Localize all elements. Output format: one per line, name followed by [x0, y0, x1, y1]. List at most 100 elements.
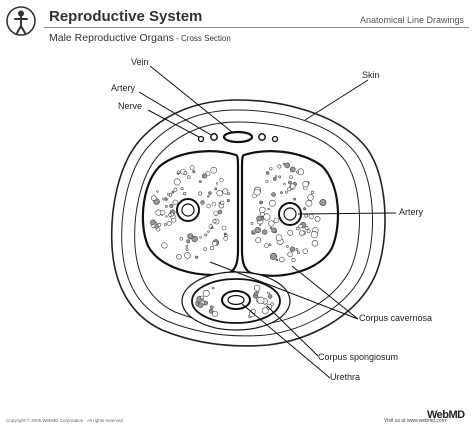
label-corpus-spongiosum: Corpus spongiosum	[318, 352, 399, 362]
tissue-space	[304, 226, 309, 230]
tissue-space	[259, 200, 263, 205]
tissue-space	[164, 223, 167, 226]
tissue-space	[287, 229, 294, 236]
tissue-space	[253, 284, 261, 292]
label-artery-right: Artery	[399, 207, 424, 217]
tissue-space	[278, 256, 285, 263]
dorsal-vein	[222, 130, 254, 144]
tissue-space	[273, 217, 279, 223]
tissue-space	[227, 192, 230, 196]
tissue-space	[200, 200, 205, 205]
leader-nerve	[147, 109, 200, 138]
tissue-space	[289, 166, 296, 173]
tissue-space	[191, 235, 198, 243]
tissue-space	[274, 175, 278, 178]
tissue-space	[202, 289, 210, 297]
tissue-space	[305, 199, 313, 207]
tissue-space	[211, 201, 217, 207]
tissue-space	[319, 199, 327, 207]
tissue-space	[268, 220, 275, 227]
leader-corpus-spongiosum	[266, 305, 319, 357]
tissue-space	[293, 197, 297, 201]
tissue-space	[207, 230, 210, 234]
erectile-tissue-right	[250, 162, 327, 263]
tissue-space	[265, 179, 269, 183]
tissue-space	[212, 241, 218, 247]
tissue-space	[269, 167, 273, 171]
tissue-space	[314, 215, 321, 222]
tissue-space	[254, 227, 261, 234]
tissue-space	[164, 204, 168, 208]
leader-urethra	[241, 303, 331, 379]
tissue-space	[302, 180, 309, 188]
webmd-logo: WebMD	[427, 409, 465, 421]
deep-artery-left-lumen	[181, 203, 195, 217]
tissue-space	[302, 248, 308, 254]
tissue-space	[171, 190, 175, 194]
tissue-space	[282, 162, 286, 166]
tissue-space	[150, 219, 156, 226]
copyright-text: Copyright © 2005 WebMD Corporation - All…	[6, 418, 124, 423]
tissue-space	[186, 239, 191, 244]
page-subtitle: Male Reproductive Organs - Cross Section	[49, 32, 231, 44]
tissue-space	[207, 195, 210, 198]
dorsal-nerve-left	[197, 135, 205, 143]
tissue-space	[288, 180, 292, 185]
tissue-space	[303, 207, 307, 211]
tissue-space	[199, 180, 202, 183]
leader-corpus-cavernosa-2	[209, 261, 359, 320]
header-divider	[44, 27, 469, 28]
tissue-space	[257, 296, 265, 305]
label-vein: Vein	[131, 57, 149, 67]
tissue-space	[311, 240, 319, 247]
anatomy-figure-icon	[6, 6, 36, 36]
tissue-space	[280, 191, 283, 194]
tissue-space	[277, 164, 282, 169]
tissue-space	[256, 215, 263, 222]
tissue-space	[291, 258, 296, 263]
tissue-space	[161, 242, 168, 249]
deep-artery-right-lumen	[283, 207, 297, 221]
tissue-space	[173, 178, 181, 186]
tissue-space	[287, 251, 293, 258]
tissue-space	[251, 231, 255, 235]
tissue-space	[222, 188, 229, 195]
label-artery-left: Artery	[111, 83, 136, 93]
tissue-space	[162, 197, 166, 201]
subtitle-sub: - Cross Section	[173, 34, 231, 43]
tissue-space	[310, 231, 318, 239]
tissue-space	[185, 245, 189, 248]
tissue-space	[226, 199, 230, 203]
tissue-space	[197, 302, 204, 308]
tissue-space	[261, 307, 269, 315]
tissue-space	[221, 225, 227, 231]
visit-link[interactable]: Visit us at www.webmd.com	[384, 418, 446, 424]
tissue-space	[187, 233, 194, 240]
label-corpus-cavernosa: Corpus cavernosa	[359, 313, 433, 323]
tissue-space	[212, 310, 219, 317]
tissue-space	[275, 234, 283, 241]
tissue-space	[271, 227, 277, 233]
urethra-lumen	[227, 294, 245, 306]
tissue-space	[219, 178, 224, 183]
tissue-space	[179, 237, 184, 241]
tissue-space	[203, 247, 207, 251]
tissue-space	[198, 191, 203, 196]
tissue-space	[269, 252, 278, 261]
tissue-space	[154, 224, 159, 229]
tissue-space	[208, 191, 212, 195]
tissue-space	[264, 243, 269, 248]
dorsal-artery-right	[258, 133, 266, 141]
tissue-space	[298, 224, 303, 229]
page-title: Reproductive System	[49, 8, 203, 25]
label-skin: Skin	[362, 70, 380, 80]
leader-skin	[304, 79, 369, 121]
tissue-space	[289, 175, 293, 179]
tissue-space	[271, 192, 276, 197]
tissue-space	[267, 294, 273, 299]
leader-artery-left	[138, 91, 212, 136]
tissue-space	[195, 255, 199, 259]
dorsal-artery-left	[210, 133, 218, 141]
tissue-space	[176, 254, 182, 260]
